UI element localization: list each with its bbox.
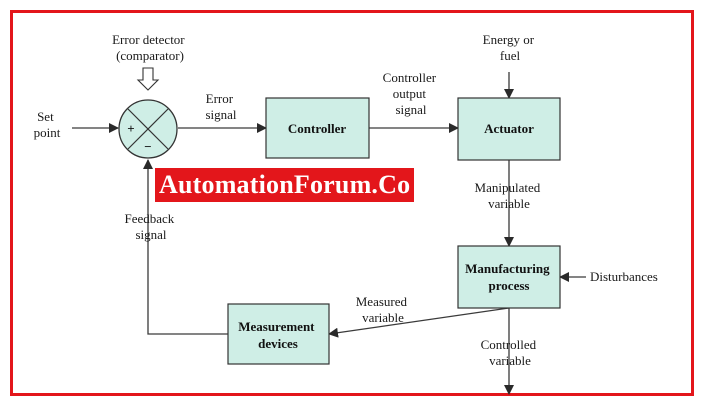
hollow-down-arrow-icon [136,67,160,91]
measurement-devices-box: Measurement devices [227,303,330,365]
plus-sign: + [127,121,134,136]
measured-variable-label: Measured variable [356,294,411,325]
energy-or-fuel-label: Energy or fuel [483,32,538,63]
manufacturing-process-label-line1: Manufacturing [465,261,550,276]
actuator-box: Actuator [457,97,561,161]
arrow-process-to-measurement [328,307,510,338]
watermark-banner: AutomationForum.Co [155,168,415,202]
controller-output-signal-label: Controller output signal [383,70,440,117]
svg-text:Controller: Controller [288,121,346,136]
error-signal-label: Error signal [205,91,236,122]
arrow-feedback-to-comparator [143,159,228,335]
actuator-box-label: Actuator [484,121,534,136]
controlled-variable-label: Controlled variable [481,337,540,368]
manipulated-variable-label: Manipulated variable [475,180,544,211]
feedback-signal-label: Feedback signal [124,211,177,242]
controller-box: Controller [265,97,370,159]
controller-box-label: Controller [288,121,346,136]
disturbances-label: Disturbances [590,269,658,284]
error-detector-label: Error detector (comparator) [112,32,188,63]
manufacturing-process-box: Manufacturing process [457,245,561,309]
set-point-label: Set point [34,109,61,140]
red-frame [10,10,694,396]
minus-sign: − [144,139,151,154]
manufacturing-process-label-line2: process [489,278,530,293]
measurement-devices-label-line1: Measurement [238,319,315,334]
svg-text:Actuator: Actuator [484,121,534,136]
comparator-summing-junction: + − [118,99,178,159]
measurement-devices-label-line2: devices [258,336,298,351]
svg-text:Manufacturing process: Manufacturing process [465,261,553,293]
svg-text:Measurement devices: Measurement devices [238,319,318,351]
